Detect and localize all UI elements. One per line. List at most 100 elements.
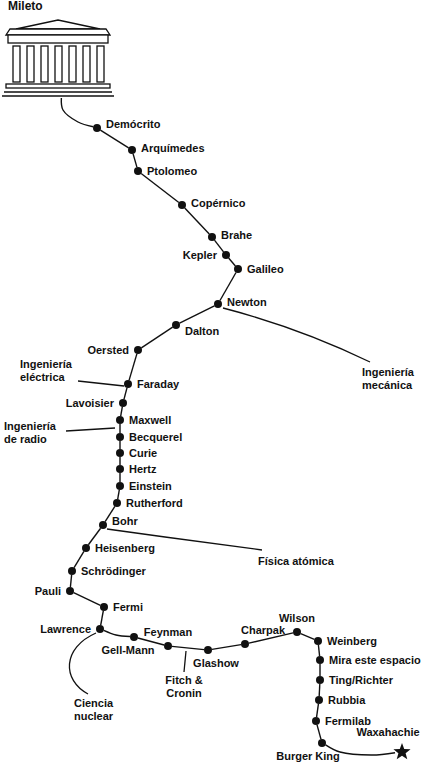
timeline-segment	[101, 611, 104, 625]
station-label: Charpak	[241, 624, 285, 637]
station-label: Einstein	[129, 480, 172, 493]
branch-line	[66, 428, 115, 431]
destination-star: Waxahachie	[393, 743, 411, 761]
timeline-segment	[317, 704, 319, 717]
station-label: Curie	[129, 447, 157, 460]
station-label: Galileo	[247, 263, 284, 276]
station-label: Wilson	[279, 612, 315, 625]
station-dot: Wilson	[293, 628, 301, 636]
station-label: Ting/Richter	[329, 674, 393, 687]
station-dot: Weinberg	[314, 637, 322, 645]
station-label: Ptolomeo	[147, 165, 197, 178]
station-dot: Curie	[116, 449, 124, 457]
timeline-segment	[74, 593, 101, 606]
station-label: Arquímedes	[141, 142, 205, 155]
station-dot: Arquímedes	[128, 146, 136, 154]
station-label: Maxwell	[129, 414, 171, 427]
station-dot: Bohr	[99, 521, 107, 529]
station-label: Oersted	[87, 344, 129, 357]
station-dot: Rubbia	[315, 696, 323, 704]
station-dot: Mira este espacio	[316, 656, 324, 664]
timeline-segment	[100, 130, 128, 148]
timeline-segment	[172, 646, 204, 649]
temple-step	[2, 95, 114, 96]
station-dot: Lawrence	[96, 625, 104, 633]
station-dot: Fermilab	[312, 717, 320, 725]
timeline-segment	[141, 173, 179, 202]
station-label: Becquerel	[129, 431, 182, 444]
station-label: Fermi	[113, 601, 143, 614]
place-label: Mileto	[8, 0, 43, 13]
timeline-segment	[119, 424, 120, 433]
branch-line	[223, 308, 370, 362]
station-label: Fermilab	[325, 715, 371, 728]
temple-column	[13, 46, 20, 82]
temple-column	[69, 46, 76, 82]
branch-label: Física atómica	[258, 555, 358, 568]
station-dot: Hertz	[116, 465, 124, 473]
temple-outline	[2, 18, 114, 98]
star-symbol	[393, 743, 411, 761]
station-dot: Demócrito	[93, 124, 101, 132]
station-label: Brahe	[221, 229, 252, 242]
station-dot: Burger King	[318, 739, 326, 747]
branch-label: Ingeniería de radio	[4, 420, 66, 446]
timeline-segment	[138, 638, 164, 645]
station-label: Mira este espacio	[329, 654, 421, 667]
station-label: Lawrence	[40, 623, 91, 636]
station-dot: Ting/Richter	[316, 676, 324, 684]
temple-pediment	[16, 20, 100, 29]
station-dot: Galileo	[234, 265, 242, 273]
star-shape	[393, 743, 410, 759]
timeline-segment	[118, 490, 120, 499]
timeline-segment	[319, 684, 321, 696]
station-label: Gell-Mann	[101, 644, 154, 657]
temple-column	[41, 46, 48, 82]
timeline-segment	[318, 645, 319, 656]
station-label: Kepler	[183, 249, 217, 262]
station-label: Pauli	[35, 585, 61, 598]
station-dot: Dalton	[172, 321, 180, 329]
temple-column	[97, 46, 104, 82]
timeline-segment	[141, 327, 172, 348]
timeline-segment	[121, 407, 123, 416]
station-dot: Becquerel	[116, 433, 124, 441]
branch-label: Ciencia nuclear	[74, 697, 134, 723]
timeline-segment	[180, 306, 215, 323]
station-dot: Charpak	[241, 640, 249, 648]
station-dot: Copérnico	[178, 201, 186, 209]
station-dot: Feynman	[164, 642, 172, 650]
temple-column	[27, 46, 34, 82]
station-label: Rutherford	[126, 497, 183, 510]
timeline-segment	[119, 457, 120, 465]
station-dot: Fermi	[100, 603, 108, 611]
station-dot: Kepler	[222, 251, 230, 259]
station-label: Hertz	[129, 463, 157, 476]
station-label: Heisenberg	[95, 542, 155, 555]
timeline-segment	[301, 634, 315, 640]
temple-entablature	[8, 35, 108, 43]
station-label: Dalton	[185, 325, 219, 338]
station-dot: Ptolomeo	[134, 167, 142, 175]
branch-line	[69, 633, 96, 694]
temple-step	[4, 91, 112, 92]
station-label: Copérnico	[191, 197, 245, 210]
station-dot: Gell-Mann	[130, 633, 138, 641]
timeline-segment	[229, 258, 236, 266]
station-dot: Einstein	[116, 482, 124, 490]
temple-roof	[6, 29, 110, 35]
timeline-segment	[119, 473, 120, 482]
timeline-segment	[129, 354, 137, 380]
station-dot: Glashow	[204, 646, 212, 654]
station-label: Rubbia	[328, 694, 365, 707]
station-label: Glashow	[193, 657, 239, 670]
station-dot: Pauli	[66, 587, 74, 595]
origin-temple: Mileto	[2, 0, 114, 98]
station-label: Newton	[227, 296, 267, 309]
timeline-segment	[61, 98, 93, 127]
branch-line	[184, 651, 186, 672]
timeline-segment	[317, 725, 321, 739]
temple-column	[83, 46, 90, 82]
